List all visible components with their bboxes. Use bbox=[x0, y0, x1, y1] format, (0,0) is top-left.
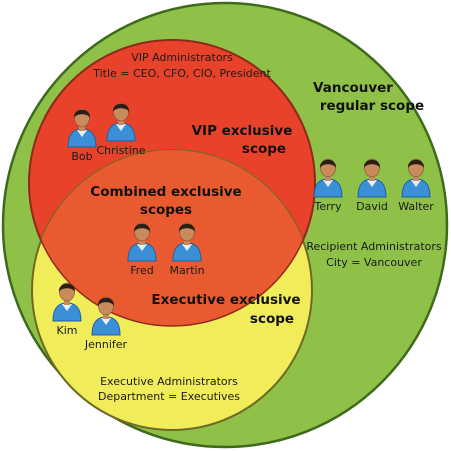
person-kim: Kim bbox=[52, 282, 82, 337]
combined-scope-overlap bbox=[32, 150, 312, 326]
user-icon bbox=[67, 108, 97, 148]
vip-scope-title-2: scope bbox=[242, 141, 286, 157]
combined-scope-title-2: scopes bbox=[140, 202, 192, 218]
recipient-admin-filter: City = Vancouver bbox=[326, 256, 422, 269]
person-terry: Terry bbox=[313, 158, 343, 213]
user-icon bbox=[91, 296, 121, 336]
vip-scope-title: VIP exclusive bbox=[192, 123, 293, 139]
person-bob: Bob bbox=[67, 108, 97, 163]
person-name: Terry bbox=[314, 200, 342, 213]
executive-scope-title: Executive exclusive bbox=[151, 292, 300, 308]
user-icon bbox=[401, 158, 431, 198]
person-name: David bbox=[356, 200, 388, 213]
vip-admin-label: VIP Administrators bbox=[131, 51, 233, 64]
person-name: Kim bbox=[57, 324, 78, 337]
person-fred: Fred bbox=[127, 222, 157, 277]
person-christine: Christine bbox=[96, 102, 146, 157]
user-icon bbox=[106, 102, 136, 142]
executive-admin-label: Executive Administrators bbox=[100, 375, 238, 388]
person-jennifer: Jennifer bbox=[84, 296, 128, 351]
vip-admin-filter: Title = CEO, CFO, CIO, President bbox=[92, 67, 271, 80]
person-name: Jennifer bbox=[84, 338, 128, 351]
person-name: Fred bbox=[130, 264, 154, 277]
person-name: Bob bbox=[71, 150, 92, 163]
vip-scope-outline bbox=[28, 39, 316, 327]
executive-scope-title-2: scope bbox=[250, 311, 294, 327]
person-martin: Martin bbox=[169, 222, 205, 277]
vancouver-scope-title: Vancouver bbox=[313, 80, 393, 96]
executive-admin-filter: Department = Executives bbox=[98, 390, 240, 403]
person-name: Christine bbox=[96, 144, 145, 157]
user-icon bbox=[172, 222, 202, 262]
user-icon bbox=[313, 158, 343, 198]
recipient-admin-label: Recipient Administrators bbox=[306, 240, 442, 253]
person-name: Martin bbox=[169, 264, 204, 277]
combined-scope-title: Combined exclusive bbox=[90, 184, 241, 200]
person-name: Walter bbox=[398, 200, 434, 213]
user-icon bbox=[52, 282, 82, 322]
user-icon bbox=[127, 222, 157, 262]
vancouver-scope-title-2: regular scope bbox=[320, 98, 424, 114]
person-david: David bbox=[356, 158, 388, 213]
person-walter: Walter bbox=[398, 158, 434, 213]
user-icon bbox=[357, 158, 387, 198]
